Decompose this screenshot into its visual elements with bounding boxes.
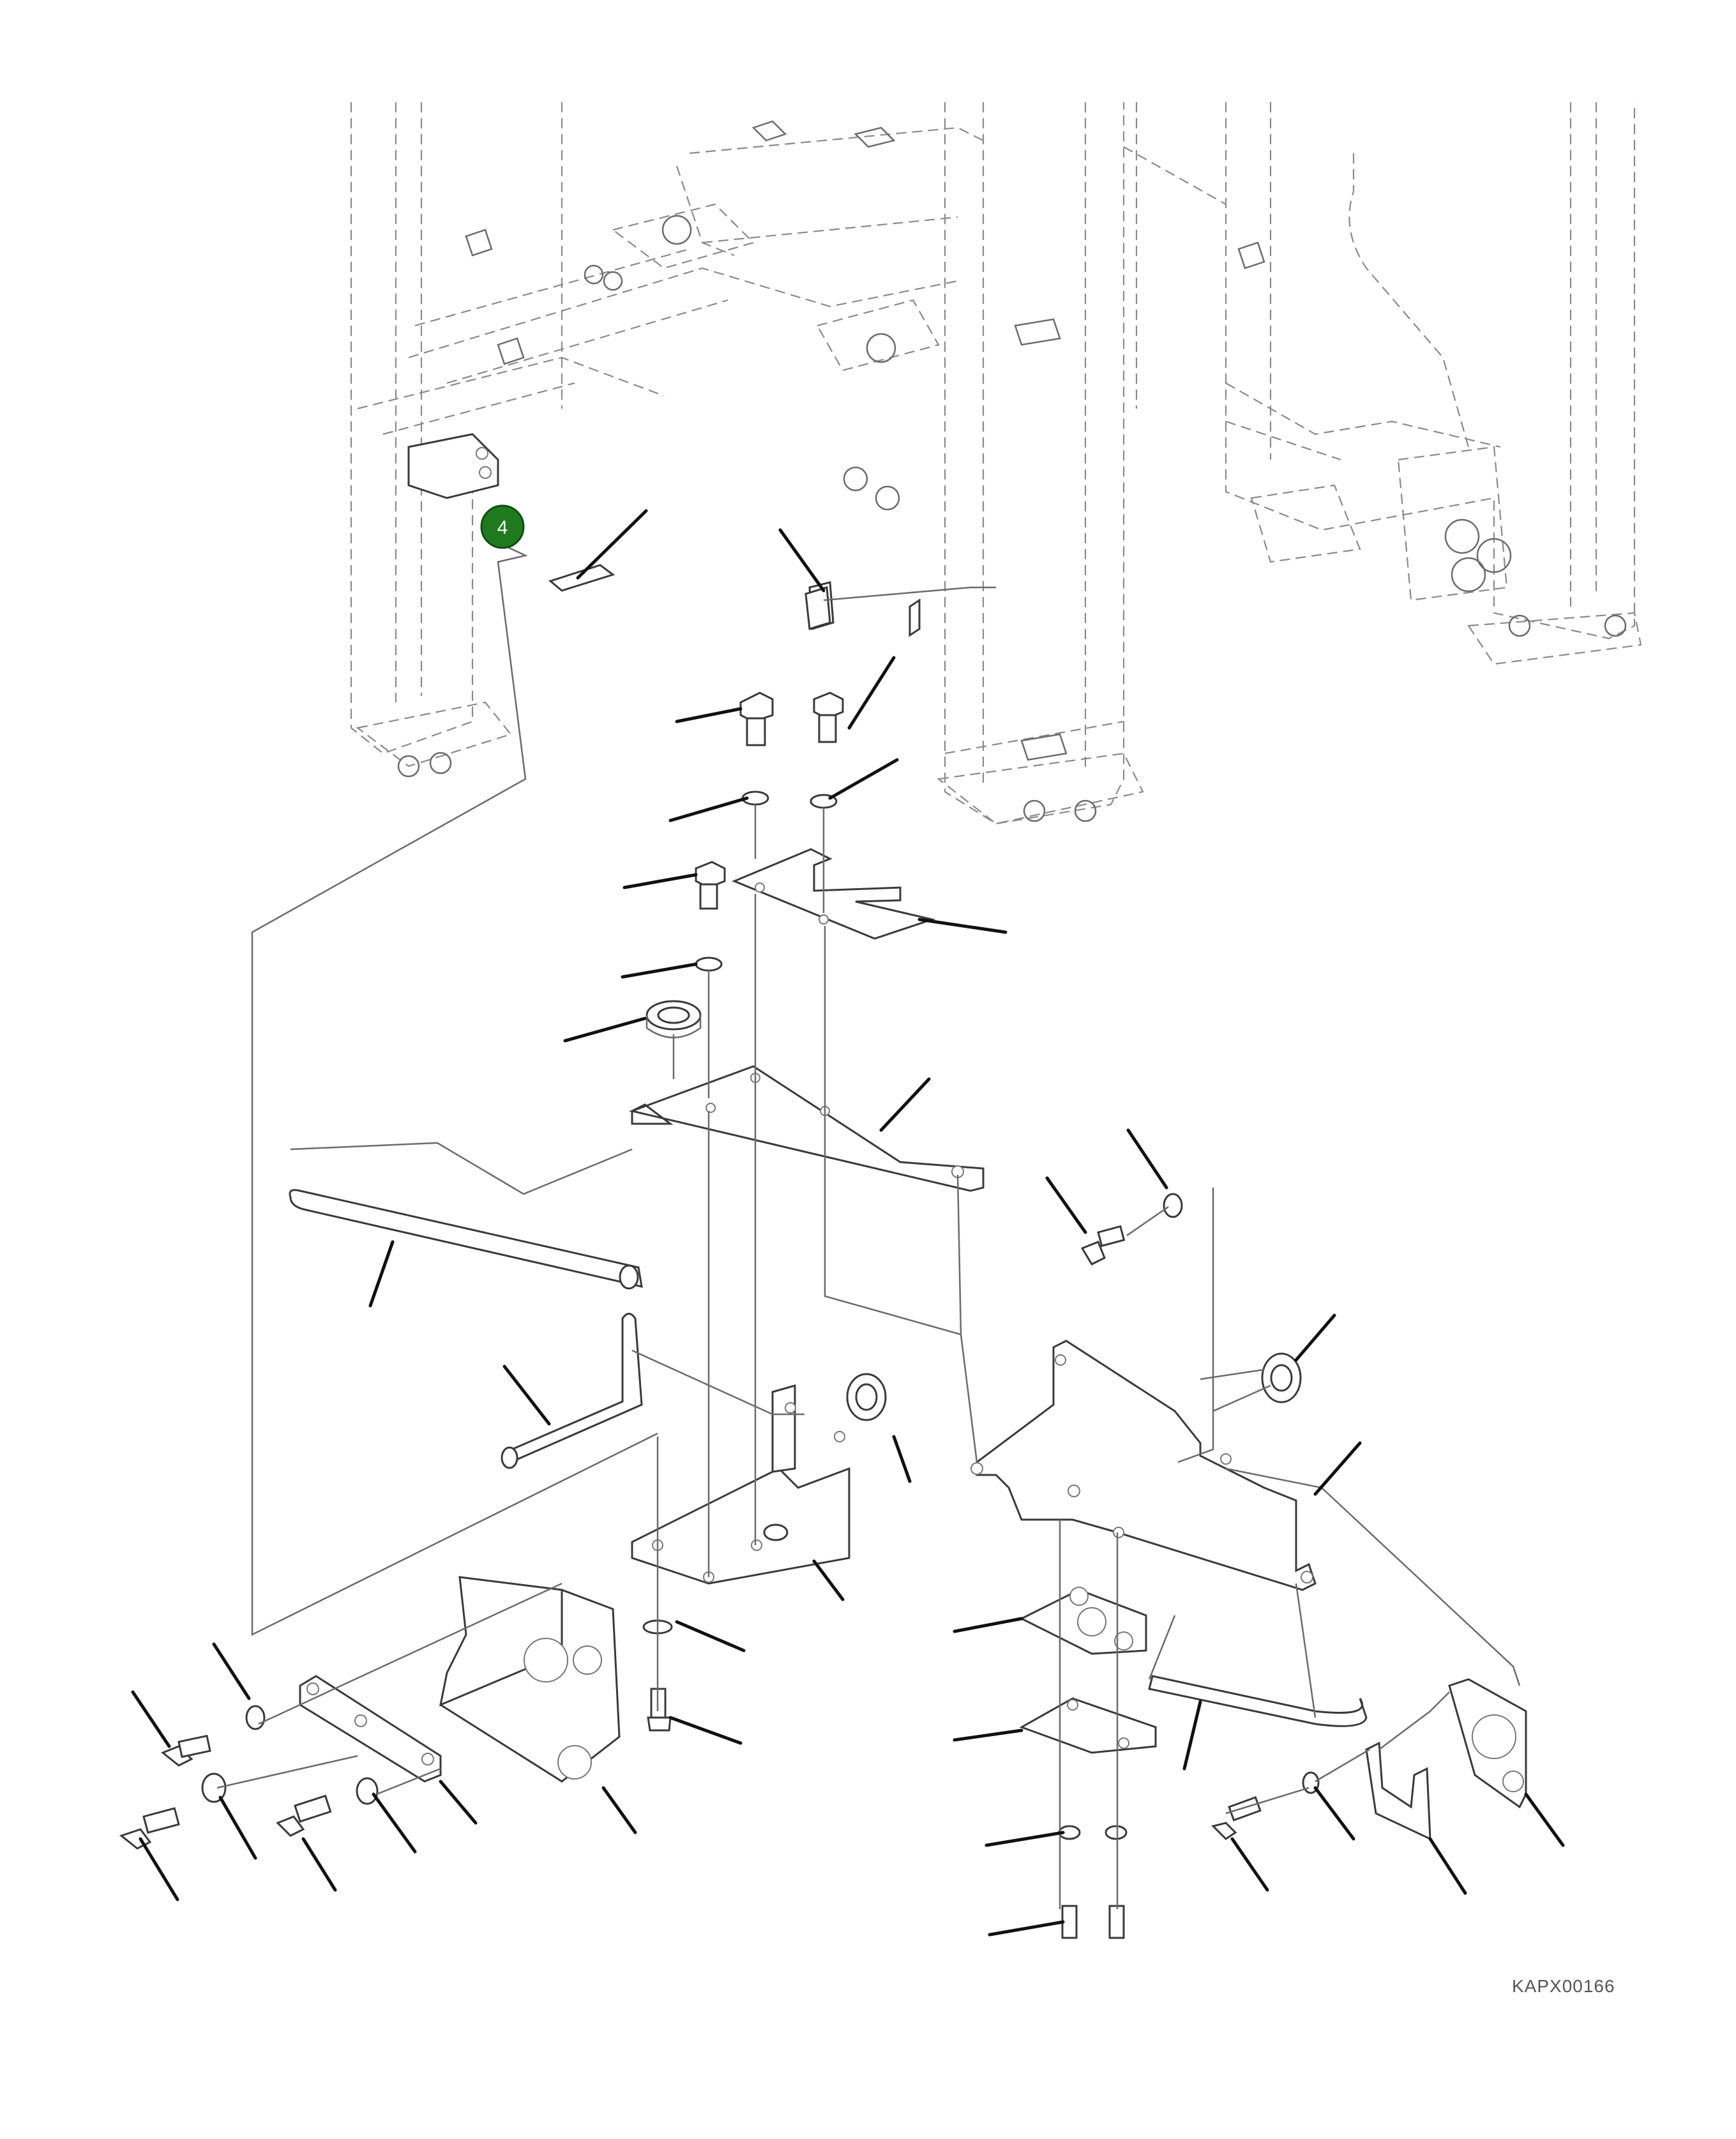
exploded-components	[119, 564, 1527, 1939]
right-bracket	[976, 1340, 1317, 1591]
machine-frame	[350, 102, 1642, 825]
left-mounting-bracket	[439, 1576, 621, 1783]
callout-4[interactable]: 4	[480, 504, 525, 549]
seal-strip-top	[548, 564, 615, 592]
triangle-plate	[628, 1065, 985, 1192]
left-plate	[299, 1675, 442, 1783]
hook-bracket	[1365, 1741, 1431, 1841]
l-plate	[732, 848, 936, 940]
spacer-plate-2	[1019, 1697, 1157, 1754]
callout-label: 4	[497, 517, 508, 538]
center-bracket	[631, 1467, 850, 1585]
assembly-lines	[216, 541, 1521, 1909]
callout-circle[interactable]	[480, 504, 525, 549]
rubber-strip-left	[289, 1189, 643, 1288]
leader-lines	[131, 509, 1565, 1937]
clip-part	[804, 586, 831, 630]
l-strip-middle	[502, 1313, 643, 1463]
rubber-strip-right	[1148, 1675, 1368, 1727]
drawing-code: KAPX00166	[1512, 1976, 1615, 1996]
